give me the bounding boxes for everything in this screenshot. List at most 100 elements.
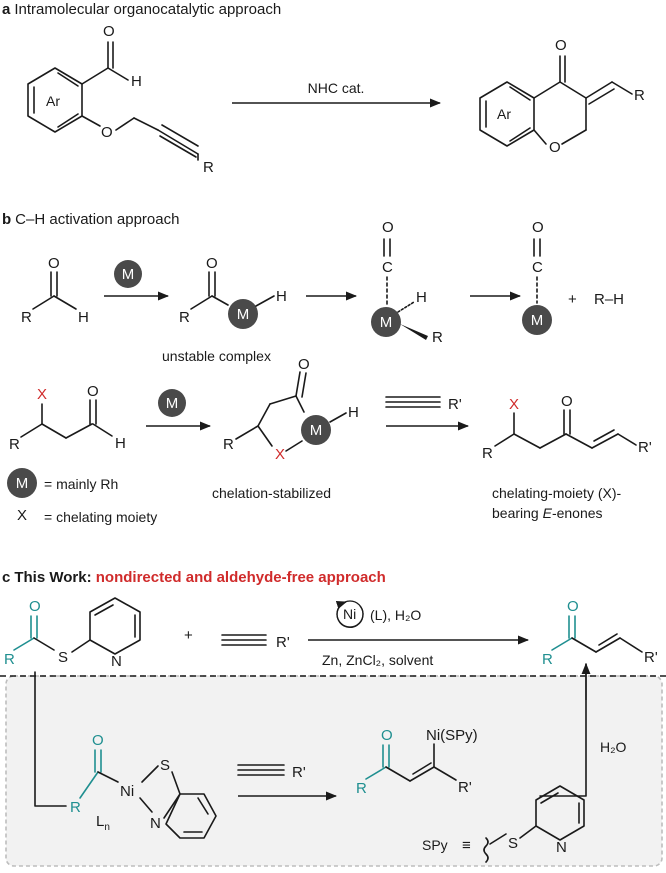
panel-b-product-label-e: E [543, 505, 553, 521]
panel-c-pr-rp: R' [644, 649, 658, 666]
panel-c-title-black: This Work: [14, 569, 95, 586]
panel-c-vn-o: O [381, 727, 393, 744]
panel-b-en-r: R [482, 445, 493, 462]
panel-b-metal-2: M [237, 306, 250, 323]
panel-b-co-complex: O C M H R [371, 219, 443, 346]
panel-b-chelation-label: chelation-stabilized [212, 485, 331, 501]
metal-m-icon [301, 415, 331, 445]
panel-c-ni-o: O [92, 732, 104, 749]
panel-b-en-x: X [509, 396, 519, 413]
panel-b-sub-r: R [9, 436, 20, 453]
panel-c-plus: + [184, 627, 193, 644]
metal-m-icon [228, 299, 258, 329]
panel-c-ni-r: R [70, 799, 81, 816]
panel-c-hydrolysis-water: H₂O [600, 739, 627, 755]
panel-c-vn-r: R [356, 780, 367, 797]
panel-b-sub-x: X [37, 386, 47, 403]
panel-c-spy-s: S [508, 835, 518, 852]
metal-m-icon [114, 260, 142, 288]
panel-b-product-label-3: -enones [552, 505, 603, 521]
panel-c-vn-rp: R' [458, 779, 472, 796]
panel-b-co-o2: O [532, 219, 544, 236]
panel-b-co-r: R [432, 329, 443, 346]
panel-a-starting-material: Ar O H O R [27, 23, 214, 176]
svg-text:bC–H activation approach: bC–H activation approach [2, 211, 179, 228]
panel-b-cyc-x: X [275, 446, 285, 463]
panel-c-vn-ni: Ni(SPy) [426, 727, 478, 744]
panel-b-metal-6: M [310, 422, 323, 439]
panel-c-th-n: N [111, 653, 122, 670]
panel-b-unstable-label: unstable complex [162, 348, 271, 364]
panel-c-conditions: Zn, ZnCl₂, solvent [322, 652, 433, 668]
panel-b-co-c1: C [382, 259, 393, 276]
panel-b-rh: R–H [594, 291, 624, 308]
metal-m-icon [522, 305, 552, 335]
panel-a-ar-label-pr: Ar [497, 106, 511, 122]
panel-c-spy-n: N [556, 839, 567, 856]
panel-a-ar-label-sm: Ar [46, 93, 60, 109]
panel-c-ni-s: S [160, 757, 170, 774]
panel-b-acyl-h: H [276, 288, 287, 305]
panel-a-aldehyde-h: H [131, 73, 142, 90]
panel-c-th-s: S [58, 649, 68, 666]
metal-m-icon [371, 307, 401, 337]
panel-b-cyc-h: H [348, 404, 359, 421]
panel-c-alkyne-rp: R' [276, 634, 290, 651]
panel-b-metal-1: M [122, 266, 135, 283]
panel-b-metallacycle: R O M X H [223, 356, 359, 463]
metal-m-icon [7, 468, 37, 498]
panel-c-th-o: O [29, 598, 41, 615]
panel-a-title: Intramolecular organocatalytic approach [14, 1, 281, 18]
panel-b-plus: + [568, 291, 577, 308]
panel-b-metal-4: M [531, 312, 544, 329]
svg-text:bearing E-enones: bearing E-enones [492, 505, 603, 521]
panel-b-chelating-substrate: X R O H [9, 383, 126, 453]
panel-b-enone: X R O R' [482, 393, 652, 462]
panel-c-thioester: O R S N [4, 597, 141, 670]
panel-a-ketone-o: O [555, 37, 567, 54]
panel-b-en-o: O [561, 393, 573, 410]
panel-a-product: Ar O O R [479, 37, 645, 156]
panel-b-legend-x-symbol: X [17, 507, 27, 524]
panel-c-product-enone: O R R' [542, 598, 658, 668]
panel-b-sub-h: H [115, 435, 126, 452]
panel-c-equiv: ≡ [462, 837, 471, 854]
panel-b-product-label-1: chelating-moiety (X)- [492, 485, 621, 501]
panel-c-acyl-ni-complex: O R Ni Ln S N [70, 732, 217, 839]
panel-b-aldehyde: R O H [21, 255, 89, 326]
panel-c-title-red: nondirected and aldehyde-free approach [96, 569, 386, 586]
panel-b-metal-carbonyl: O C M + R–H [522, 219, 624, 335]
panel-a-product-r: R [634, 87, 645, 104]
panel-b-co-c2: C [532, 259, 543, 276]
panel-c-ni-ln-sub: n [104, 822, 110, 833]
panel-a-reagent: NHC cat. [308, 80, 365, 96]
panel-c-mech-alkyne-rp: R' [292, 764, 306, 781]
panel-b-letter: b [2, 211, 11, 228]
panel-c-th-r: R [4, 651, 15, 668]
panel-a-alkyne-r: R [203, 159, 214, 176]
panel-c-spy-definition: SPy ≡ S N [422, 785, 585, 863]
panel-c-pr-o: O [567, 598, 579, 615]
panel-a-ring-o: O [549, 139, 561, 156]
svg-text:Ln: Ln [96, 813, 110, 833]
panel-c-ni-ni: Ni [120, 783, 134, 800]
panel-b-co-o1: O [382, 219, 394, 236]
panel-c-ni-n: N [150, 815, 161, 832]
panel-b-aldehyde-h: H [78, 309, 89, 326]
panel-b-aldehyde-o: O [48, 255, 60, 272]
metal-m-icon [158, 389, 186, 417]
panel-c-vinyl-ni: O R Ni(SPy) R' [356, 727, 478, 797]
panel-c-letter: c [2, 569, 10, 586]
panel-b-co-h: H [416, 289, 427, 306]
panel-c-pr-r: R [542, 651, 553, 668]
panel-a-letter: a [2, 1, 11, 18]
panel-b-sub-o: O [87, 383, 99, 400]
panel-a-ether-o: O [101, 124, 113, 141]
panel-b-title: C–H activation approach [15, 211, 179, 228]
mechanism-box [5, 675, 663, 867]
panel-c-ligand-water: (L), H₂O [370, 607, 421, 623]
